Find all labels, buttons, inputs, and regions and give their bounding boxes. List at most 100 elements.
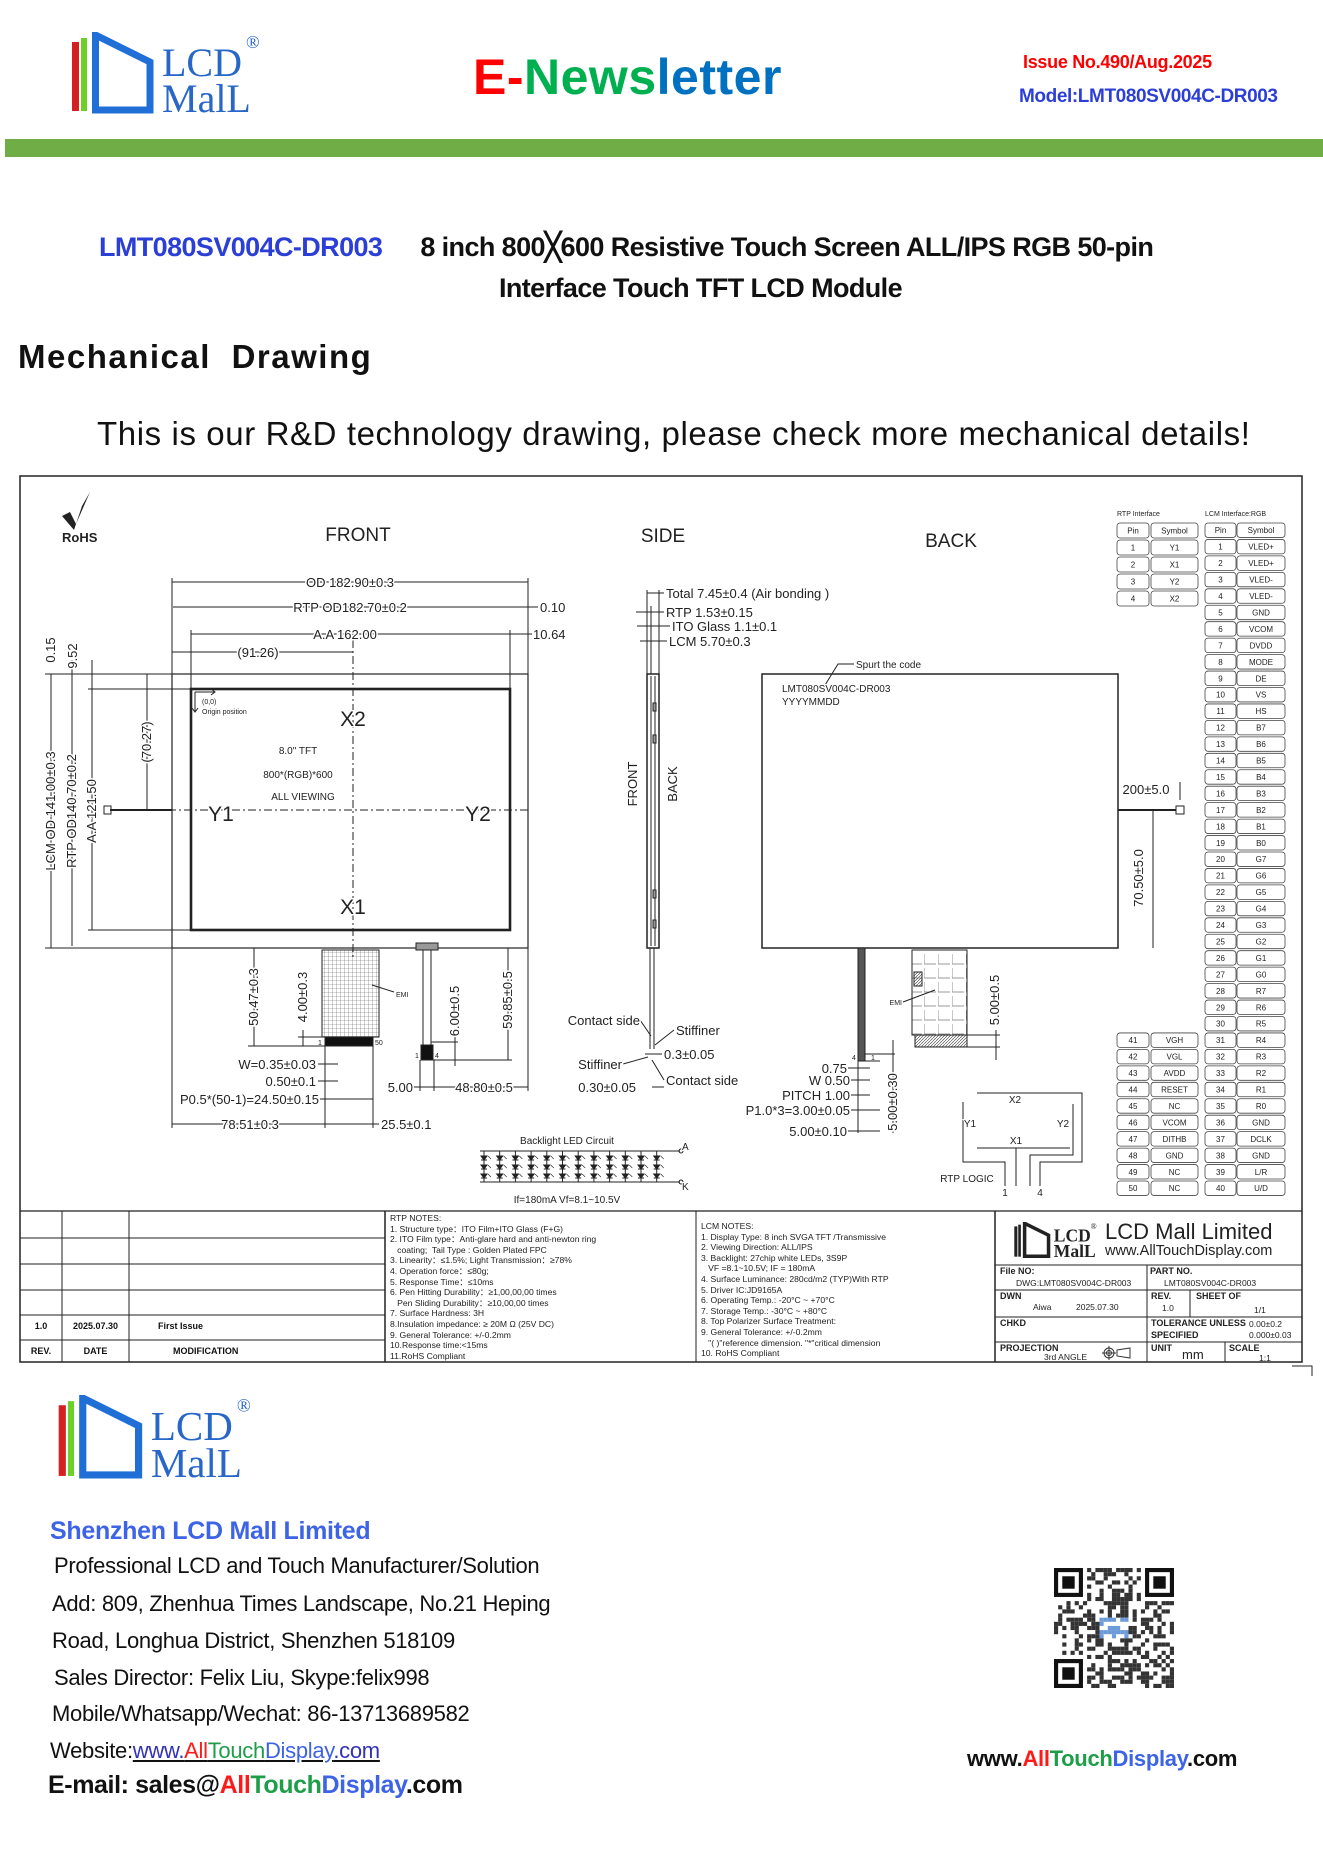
dim-lcm-od-height: LCM OD 141.00±0.3 — [43, 751, 58, 870]
back-rtp-tail — [857, 947, 866, 1062]
sheet-label: SHEET OF — [1196, 1291, 1242, 1301]
rev-label: REV. — [1151, 1291, 1172, 1301]
led-diode-icon — [558, 1164, 567, 1170]
footer-email[interactable]: E-mail: sales@AllTouchDisplay.com — [48, 1771, 463, 1799]
side-view-title: SIDE — [641, 526, 685, 547]
led-diode-icon — [527, 1173, 536, 1179]
led-cathode: K — [682, 1182, 689, 1193]
third-angle-projection-icon — [1102, 1346, 1131, 1360]
pin-number: 1 — [1218, 543, 1223, 552]
note-line: 1. Display Type: 8 inch SVGA TFT /Transm… — [701, 1231, 886, 1242]
stiffiner-label-1: Stiffiner — [676, 1023, 721, 1038]
dim-25-5: 25.5±0.1 — [381, 1117, 432, 1132]
led-diode-icon — [495, 1155, 504, 1161]
pin-number: 2 — [1218, 559, 1223, 568]
pin-number: 26 — [1216, 954, 1225, 963]
pin-symbol: R5 — [1256, 1020, 1267, 1029]
website-link[interactable]: www.AllTouchDisplay.com — [132, 1738, 380, 1763]
dim-10-64: 10.64 — [533, 627, 566, 642]
pin-number: 34 — [1216, 1086, 1225, 1095]
pin-number: 3 — [1218, 576, 1223, 585]
pin-symbol: VLED- — [1249, 592, 1273, 601]
note-line: 5. Response Time：≤10ms — [390, 1276, 494, 1287]
led-diode-icon — [605, 1155, 614, 1161]
pin-symbol: NC — [1169, 1102, 1181, 1111]
rtp-notes: RTP NOTES:1. Structure type：ITO Film+ITO… — [390, 1213, 597, 1361]
dim-91-26: (91.26) — [237, 645, 278, 660]
pin-symbol: HS — [1255, 707, 1266, 716]
led-diode-icon — [542, 1164, 551, 1170]
led-diode-icon — [621, 1164, 630, 1170]
svg-text:MalL: MalL — [1054, 1241, 1096, 1258]
backlight-led-circuit — [480, 1148, 684, 1185]
tolerance-label-2: SPECIFIED — [1151, 1330, 1199, 1340]
dim-od-width: OD 182.90±0.3 — [306, 575, 394, 590]
pin-symbol: VLED+ — [1248, 543, 1274, 552]
pin-symbol: R1 — [1256, 1086, 1267, 1095]
tolerance-2: 0.000±0.03 — [1249, 1330, 1292, 1340]
pin-symbol: DVDD — [1250, 641, 1273, 650]
dim-78-51: 78.51±0.3 — [221, 1117, 279, 1132]
pin-number: 32 — [1216, 1053, 1225, 1062]
title-block-website: www.AllTouchDisplay.com — [1105, 1243, 1273, 1259]
footer-website-right[interactable]: www.AllTouchDisplay.com — [967, 1746, 1238, 1771]
footer-sales-director: Sales Director: Felix Liu, Skype:felix99… — [54, 1665, 430, 1690]
pin-symbol: R3 — [1256, 1053, 1267, 1062]
label-x2: X2 — [340, 708, 366, 731]
pin-symbol: L/R — [1255, 1168, 1268, 1177]
pin-symbol: G3 — [1256, 921, 1267, 930]
pin-number: 6 — [1218, 625, 1223, 634]
pin-symbol: VGH — [1166, 1036, 1184, 1045]
back-emi-label: EMI — [890, 1000, 903, 1007]
dim-pitch-24-50: P0.5*(50-1)=24.50±0.15 — [180, 1092, 319, 1107]
logic-y1: Y1 — [964, 1119, 977, 1130]
note-line: 2. Viewing Direction: ALL/IPS — [701, 1242, 813, 1253]
led-diode-icon — [511, 1173, 520, 1179]
rev-value: 1.0 — [34, 1321, 48, 1331]
note-line: 7. Storage Temp.: -30°C ~ +80°C — [701, 1305, 828, 1316]
back-fpc — [911, 949, 968, 1036]
led-diode-icon — [527, 1155, 536, 1161]
qr-finder-icon — [1054, 1659, 1083, 1688]
dim-5-00-0-5: 5.00±0.5 — [987, 975, 1002, 1026]
pin-symbol: GND — [1166, 1151, 1184, 1160]
pin-symbol: VS — [1256, 691, 1267, 700]
led-diode-icon — [574, 1164, 583, 1170]
back-view-title: BACK — [925, 531, 977, 552]
dim-48-80: 48.80±0.5 — [455, 1080, 513, 1095]
issue-number: Issue No.490/Aug.2025 — [1023, 52, 1212, 72]
led-diode-icon — [558, 1155, 567, 1161]
dim-6-00: 6.00±0.5 — [447, 986, 462, 1037]
qr-code[interactable] — [1054, 1567, 1174, 1689]
pin-symbol: VGL — [1166, 1053, 1183, 1062]
svg-text:LCD: LCD — [151, 1403, 233, 1449]
rtp-tail-pin-1: 1 — [415, 1053, 419, 1060]
pin-symbol: GND — [1252, 1151, 1270, 1160]
dim-4-00: 4.00±0.3 — [295, 972, 310, 1023]
newsletter-title: E-Newsletter — [473, 49, 782, 105]
fpc-pin-1: 1 — [318, 1040, 322, 1047]
pin-symbol: GND — [1252, 1118, 1270, 1127]
pin-number: 41 — [1129, 1036, 1138, 1045]
model-number: Model:LMT080SV004C-DR003 — [1019, 86, 1278, 107]
logic-x1: X1 — [1010, 1136, 1023, 1147]
pin-symbol: B7 — [1256, 724, 1266, 733]
lcd-mall-logo: LCD MalL ® — [72, 32, 260, 114]
